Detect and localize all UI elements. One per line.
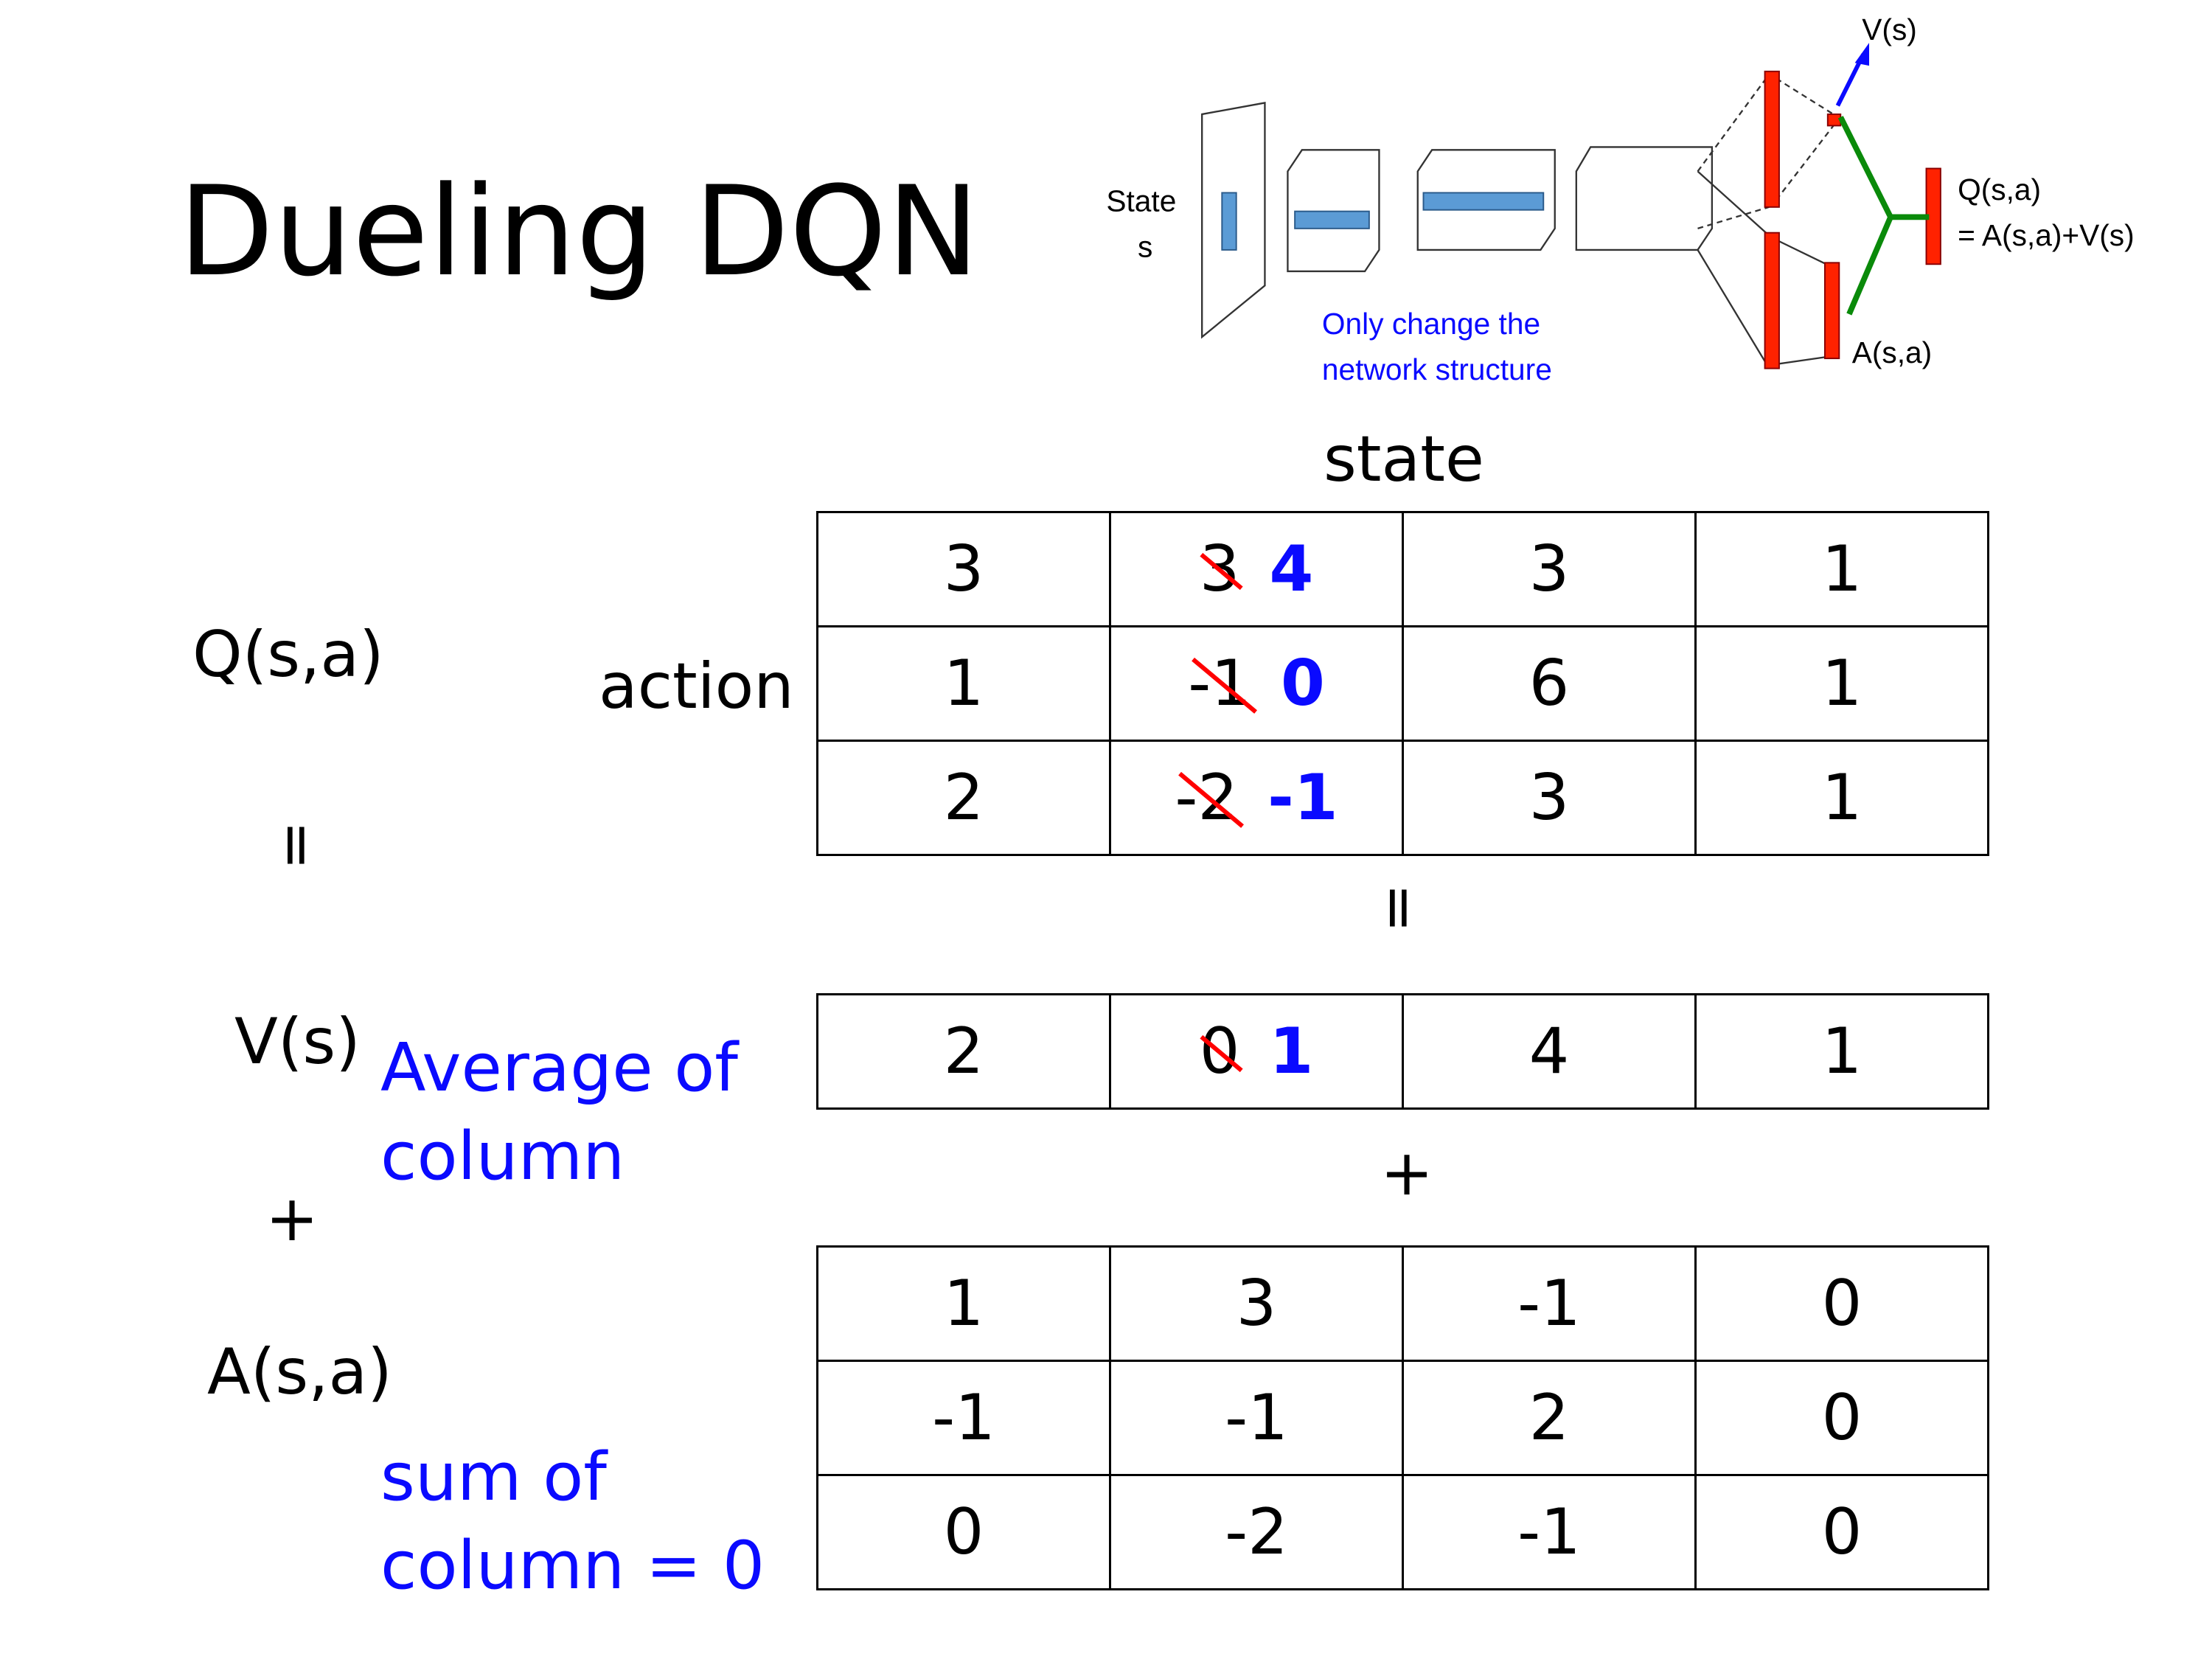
struck-value: 3 <box>1199 532 1240 606</box>
a-label: A(s,a) <box>207 1335 392 1409</box>
q-label: Q(s,a) <box>192 618 384 692</box>
updated-value: -1 <box>1267 761 1338 835</box>
state-label: State <box>1106 184 1176 218</box>
table-cell: 1 <box>1694 511 1989 627</box>
note-line1: Only change the <box>1322 307 1540 341</box>
table-cell: 2 <box>1402 1360 1697 1476</box>
input-frame <box>1201 102 1266 339</box>
v-label: V(s) <box>1862 13 1917 46</box>
table-cell: -1 <box>1402 1474 1697 1590</box>
table-cell: 4 <box>1402 993 1697 1110</box>
struck-value: -2 <box>1175 761 1239 835</box>
plus-sign: + <box>1380 1136 1434 1210</box>
q-label: Q(s,a) <box>1958 173 2041 206</box>
conv-block-1 <box>1287 149 1380 273</box>
struck-value: -1 <box>1188 647 1251 720</box>
v-label: V(s) <box>234 1005 361 1079</box>
a-label: A(s,a) <box>1852 335 1932 369</box>
table-cell: 3 <box>1109 1245 1404 1362</box>
note-line2: network structure <box>1322 352 1552 386</box>
filter-3 <box>1422 192 1545 211</box>
table-cell: 6 <box>1402 625 1697 742</box>
updated-value: 0 <box>1280 647 1325 720</box>
table-cell: 2 <box>816 740 1111 856</box>
advantage-stream-layer <box>1764 232 1780 369</box>
conv-block-3 <box>1575 146 1714 251</box>
table-cell: 0 <box>1694 1474 1989 1590</box>
table-cell: 3 <box>1402 511 1697 627</box>
table-cell: 0 <box>816 1474 1111 1590</box>
table-cell: 2 <box>816 993 1111 1110</box>
advantage-output <box>1823 262 1840 360</box>
slide-title: Dueling DQN <box>178 159 980 304</box>
dueling-network-diagram: State s V(s) Q(s,a) = A(s,a)+V(s) A(s,a)… <box>1106 13 2135 386</box>
table-cell: -1 <box>1109 1360 1404 1476</box>
table-cell: 1 <box>1694 993 1989 1110</box>
equals-sign: = <box>1366 883 1435 933</box>
struck-value: 0 <box>1199 1015 1240 1088</box>
action-axis-label: action <box>599 650 794 723</box>
equals-sign: = <box>263 820 333 871</box>
filter-1 <box>1221 192 1237 251</box>
table-cell: -2 <box>1109 1474 1404 1590</box>
state-var: s <box>1138 230 1152 264</box>
updated-value: 1 <box>1269 1015 1314 1088</box>
average-note-line1: Average of <box>380 1029 738 1107</box>
table-cell: -1 0 <box>1109 625 1404 742</box>
table-cell: 1 <box>1694 740 1989 856</box>
q-formula: = A(s,a)+V(s) <box>1958 218 2135 252</box>
table-cell: 1 <box>1694 625 1989 742</box>
table-cell: 3 <box>816 511 1111 627</box>
sum-note-line1: sum of <box>380 1439 607 1516</box>
state-axis-label: state <box>1324 422 1484 496</box>
updated-value: 4 <box>1269 532 1314 606</box>
table-cell: 0 <box>1694 1245 1989 1362</box>
value-output <box>1826 113 1842 127</box>
table-cell: -1 <box>816 1360 1111 1476</box>
table-cell: 1 <box>816 1245 1111 1362</box>
conv-block-2 <box>1416 149 1556 251</box>
table-cell: 3 <box>1402 740 1697 856</box>
table-cell: 1 <box>816 625 1111 742</box>
sum-note-line2: column = 0 <box>380 1527 765 1604</box>
average-note-line2: column <box>380 1118 625 1195</box>
plus-sign: + <box>265 1182 319 1256</box>
table-cell: -1 <box>1402 1245 1697 1362</box>
value-stream-layer <box>1764 70 1780 208</box>
table-cell: 0 <box>1694 1360 1989 1476</box>
filter-2 <box>1294 210 1370 229</box>
table-cell: -2 -1 <box>1109 740 1404 856</box>
